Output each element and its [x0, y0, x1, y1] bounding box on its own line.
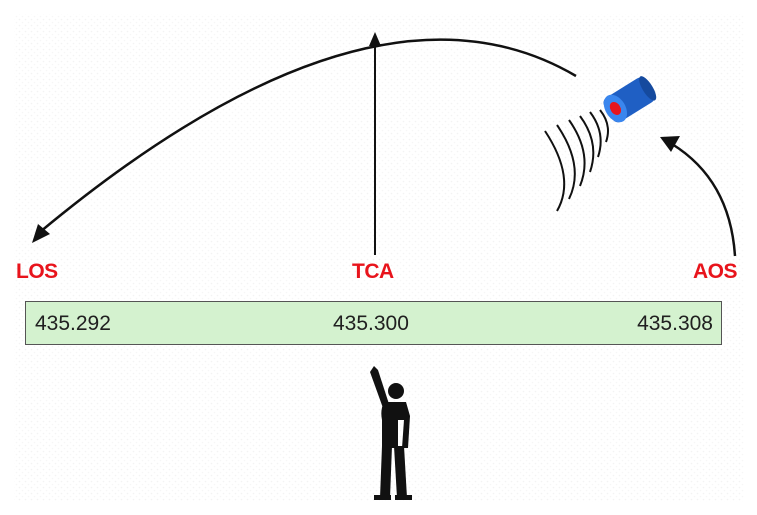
satellite-icon	[603, 76, 657, 123]
frequency-right: 435.308	[637, 312, 713, 335]
los-label: LOS	[16, 260, 58, 283]
aos-arc	[671, 142, 737, 257]
aos-arrowhead	[660, 136, 680, 152]
frequency-left: 435.292	[35, 312, 111, 335]
frequency-center: 435.300	[333, 312, 409, 335]
orbit-arc	[39, 38, 577, 233]
frequency-bar: 435.292 435.300 435.308	[25, 301, 722, 345]
tca-arrowhead	[369, 32, 381, 46]
person-pointing-icon	[370, 366, 412, 500]
los-arrowhead	[32, 224, 50, 243]
radio-waves-icon	[544, 109, 609, 212]
aos-label: AOS	[693, 260, 738, 283]
tca-label: TCA	[352, 260, 394, 283]
